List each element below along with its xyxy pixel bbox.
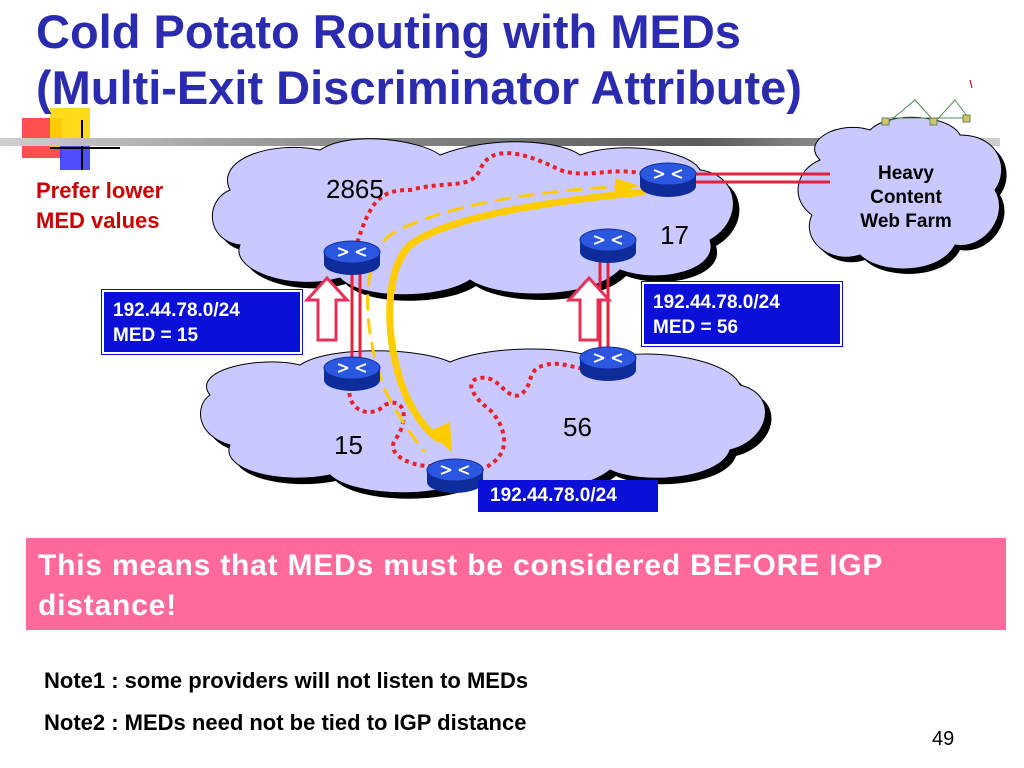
- router-17-top-icon: [639, 162, 697, 198]
- med-box-56-prefix: 192.44.78.0/24: [653, 292, 780, 313]
- red-dotted-paths: [347, 151, 651, 474]
- up-arrow-left: [303, 275, 351, 342]
- router-2865-icon: [323, 240, 381, 276]
- advertisement-arrows: [303, 275, 613, 342]
- title-line-2: (Multi-Exit Discriminator Attribute): [36, 61, 802, 114]
- title-line-1: Cold Potato Routing with MEDs: [36, 5, 741, 58]
- web-farm-line-2: Content: [870, 187, 942, 208]
- prefer-lower-note: Prefer lower MED values: [36, 176, 163, 236]
- prefer-note-line-1: Prefer lower: [36, 178, 164, 203]
- notes: Note1 : some providers will not listen t…: [44, 660, 528, 744]
- bottom-cloud: [199, 348, 772, 499]
- as-2865-label: 2865: [326, 174, 384, 204]
- router-15-icon: [323, 356, 381, 392]
- med-box-15-value: MED = 15: [113, 325, 199, 346]
- med-box-15-prefix: 192.44.78.0/24: [113, 300, 240, 321]
- note-1: Note1 : some providers will not listen t…: [44, 668, 529, 693]
- up-arrow-right: [565, 275, 613, 342]
- med-box-15: 192.44.78.0/24 MED = 15: [101, 289, 303, 355]
- web-farm-label: Heavy Content Web Farm: [836, 162, 976, 234]
- origin-prefix-box: 192.44.78.0/24: [478, 480, 658, 512]
- callout-box: This means that MEDs must be considered …: [26, 538, 1006, 630]
- note-2: Note2 : MEDs need not be tied to IGP dis…: [44, 710, 527, 735]
- server-cluster-icon: [881, 79, 973, 126]
- web-farm-line-1: Heavy: [878, 163, 934, 184]
- page-title: Cold Potato Routing with MEDs (Multi-Exi…: [36, 4, 996, 116]
- as-17-label: 17: [660, 220, 689, 250]
- med-box-56: 192.44.78.0/24 MED = 56: [641, 281, 843, 347]
- page-number: 49: [932, 728, 955, 750]
- as-15-label: 15: [334, 430, 363, 460]
- inter-as-links: [350, 250, 610, 368]
- prefer-note-line-2: MED values: [36, 208, 160, 233]
- web-farm-line-3: Web Farm: [860, 211, 952, 232]
- web-farm-cloud: [797, 116, 1007, 274]
- router-56-icon: [579, 346, 637, 382]
- farm-links: [690, 172, 830, 184]
- as-56-label: 56: [563, 412, 592, 442]
- router-17-icon: [579, 228, 637, 264]
- med-box-56-value: MED = 56: [653, 317, 739, 338]
- router-origin-icon: [426, 458, 484, 494]
